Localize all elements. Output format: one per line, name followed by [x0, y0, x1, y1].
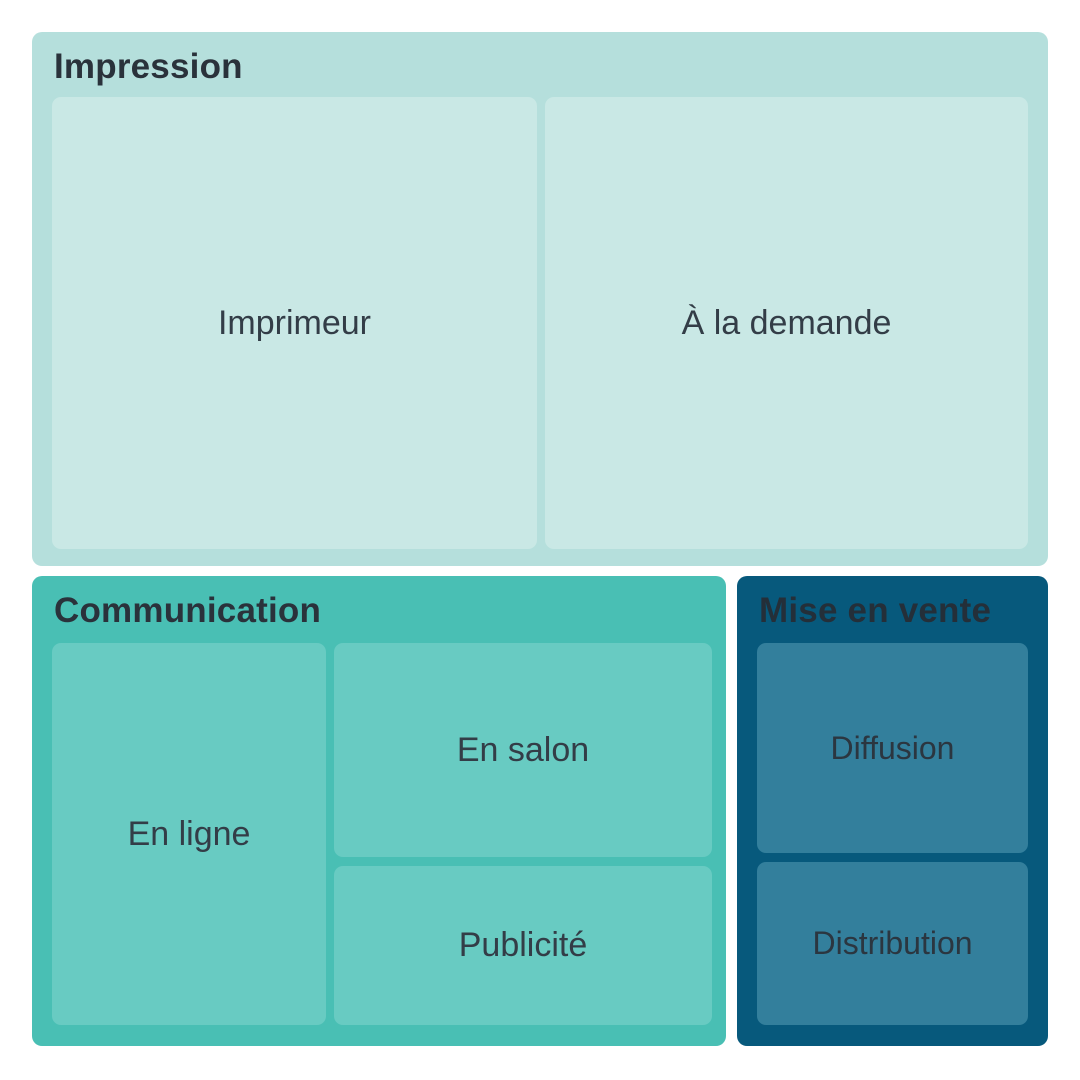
- group-communication[interactable]: Communication En ligne En salon Publicit…: [32, 576, 726, 1046]
- group-communication-title: Communication: [54, 591, 322, 630]
- tile-distribution[interactable]: Distribution: [757, 862, 1028, 1025]
- tile-en-ligne-label: En ligne: [127, 814, 251, 853]
- tile-imprimeur-label: Imprimeur: [217, 303, 372, 342]
- tile-distribution-label: Distribution: [812, 925, 973, 961]
- tile-en-ligne[interactable]: En ligne: [52, 643, 326, 1025]
- group-mise-en-vente-title: Mise en vente: [759, 591, 992, 630]
- tile-diffusion[interactable]: Diffusion: [757, 643, 1028, 853]
- tile-publicite[interactable]: Publicité: [334, 866, 712, 1025]
- group-impression-title: Impression: [54, 47, 243, 86]
- tile-a-la-demande[interactable]: À la demande: [545, 97, 1028, 549]
- tile-a-la-demande-label: À la demande: [681, 303, 892, 342]
- tile-publicite-label: Publicité: [458, 926, 588, 964]
- tile-diffusion-label: Diffusion: [830, 729, 955, 766]
- group-mise-en-vente[interactable]: Mise en vente Diffusion Distribution: [737, 576, 1048, 1046]
- tile-en-salon-label: En salon: [456, 730, 590, 769]
- tile-imprimeur[interactable]: Imprimeur: [52, 97, 537, 549]
- group-impression[interactable]: Impression Imprimeur À la demande: [32, 32, 1048, 566]
- tile-en-salon[interactable]: En salon: [334, 643, 712, 857]
